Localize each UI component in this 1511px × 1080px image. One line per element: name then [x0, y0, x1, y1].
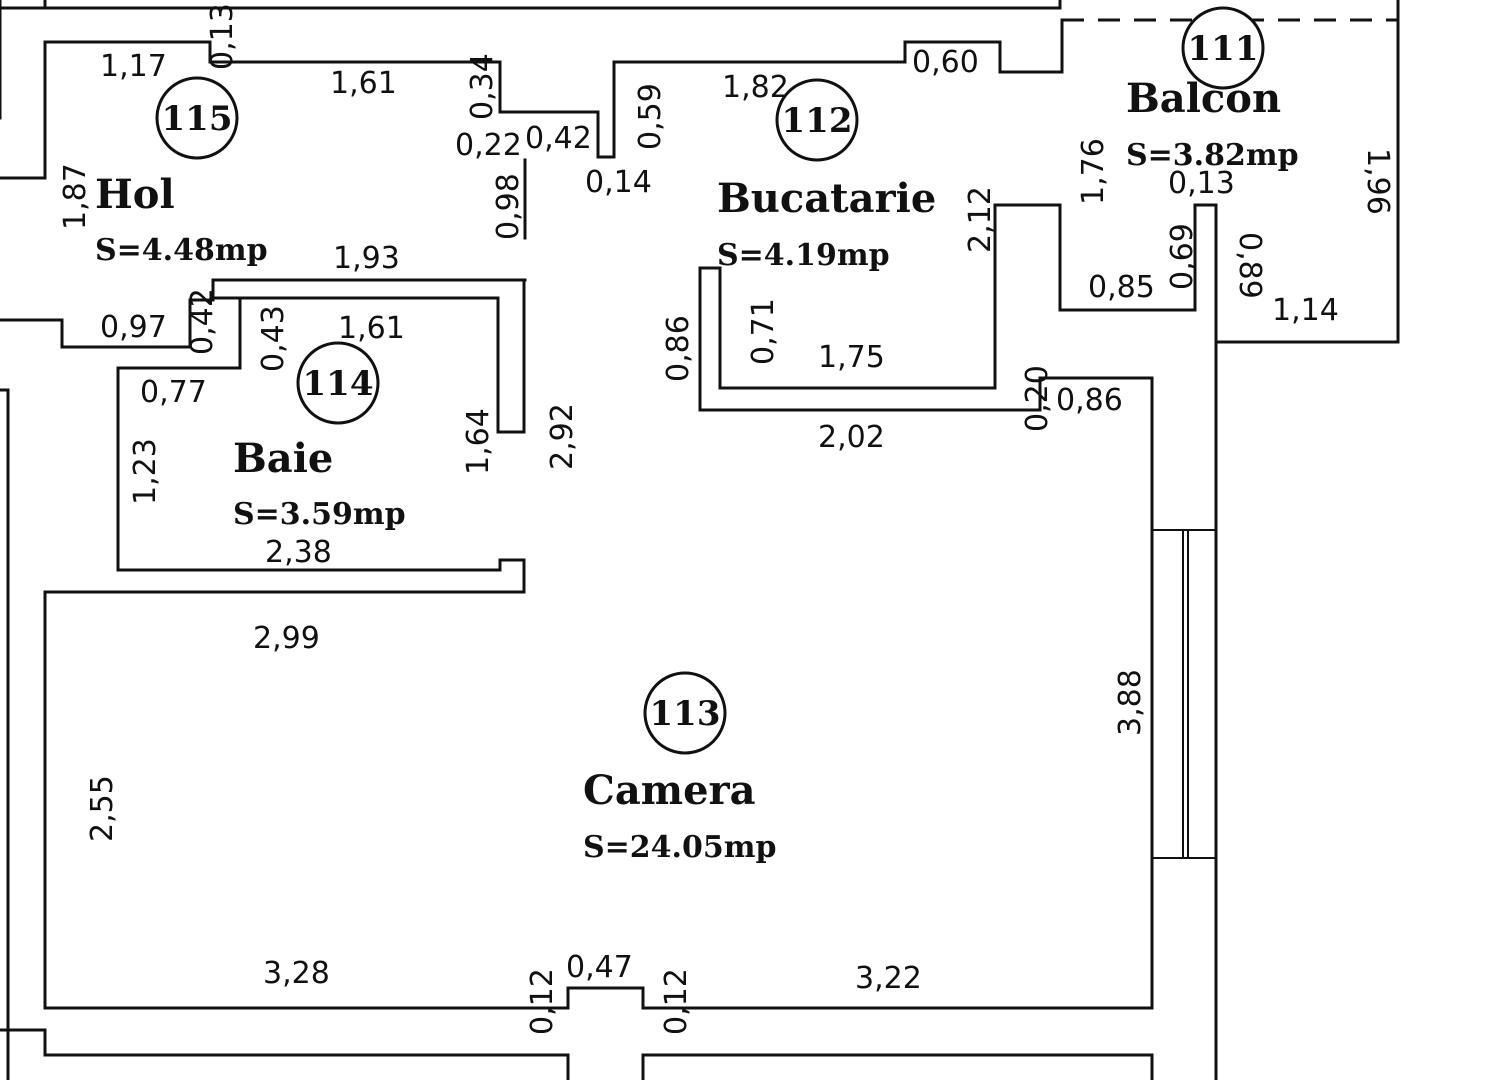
- room-number-circle: [643, 671, 727, 755]
- dimension-label: 0,12: [525, 968, 560, 1035]
- wall-kitchen: [698, 203, 1218, 1080]
- room-baie: 114 Baie S=3.59mp: [233, 341, 406, 532]
- dimension-label: 3,88: [1113, 669, 1148, 736]
- dimension-label: 3,22: [855, 961, 922, 996]
- dimension-label: 0,42: [185, 288, 220, 355]
- dimension-label: 2,38: [265, 535, 332, 570]
- walls: [0, 0, 1400, 1080]
- dimension-label: 1,75: [818, 340, 885, 375]
- wall-baie-left: [43, 296, 526, 1010]
- wall-top-left-edge: [0, 0, 47, 10]
- dimension-label: 1,61: [330, 66, 397, 101]
- room-number: 112: [782, 101, 853, 141]
- dimension-label: 0,13: [1168, 166, 1235, 201]
- dimension-label: 1,82: [722, 70, 789, 105]
- room-area: S=3.82mp: [1126, 138, 1299, 173]
- room-area: S=4.48mp: [95, 233, 268, 268]
- dimension-label: 0,86: [661, 315, 696, 382]
- room-area: S=4.19mp: [717, 238, 890, 273]
- dimension-label: 0,12: [659, 968, 694, 1035]
- dimension-label: 0,60: [912, 45, 979, 80]
- wall-balcon-right: [1214, 0, 1400, 344]
- dimension-label: 2,12: [963, 186, 998, 253]
- dimension-label: 1,64: [461, 408, 496, 475]
- dimension-label: 0,77: [140, 375, 207, 410]
- room-balcon: 111 Balcon S=3.82mp: [1126, 6, 1299, 173]
- dimension-label: 0,85: [1088, 270, 1155, 305]
- room-number: 113: [650, 694, 721, 734]
- room-bucatarie: 112 Bucatarie S=4.19mp: [717, 78, 936, 273]
- room-area: S=3.59mp: [233, 497, 406, 532]
- dimension-label: 2,02: [818, 420, 885, 455]
- dimension-label: 0,43: [256, 305, 291, 372]
- dimension-label: 0,97: [100, 310, 167, 345]
- dimension-label: 0,71: [746, 298, 781, 365]
- room-number: 115: [162, 99, 233, 139]
- room-name: Bucatarie: [717, 175, 936, 222]
- wall-bottom-edge-right: [641, 1053, 1154, 1080]
- dimension-label: 0,22: [455, 128, 522, 163]
- dimension-label: 0,20: [1020, 365, 1055, 432]
- dimension-label: 1,87: [58, 163, 93, 230]
- wall-camera-bottom: [43, 376, 1154, 1010]
- dimension-label: 1,14: [1272, 293, 1339, 328]
- dimension-label: 1,96: [1360, 148, 1395, 215]
- dimension-label: 0,89: [1232, 232, 1267, 299]
- wall-top-edge: [43, 0, 1062, 10]
- dimension-label: 3,28: [263, 956, 330, 991]
- wall-baie: [211, 280, 526, 434]
- dimension-label: 0,42: [525, 121, 592, 156]
- dimension-label: 1,17: [100, 49, 167, 84]
- dimension-label: 0,34: [465, 53, 500, 120]
- wall-bottom-edge: [0, 1028, 570, 1080]
- room-number-circle: [296, 341, 380, 425]
- dimension-label: 0,47: [566, 950, 633, 985]
- dimension-label: 0,14: [585, 165, 652, 200]
- wall-hol: [0, 18, 1064, 180]
- dimension-label: 1,76: [1076, 138, 1111, 205]
- room-area: S=24.05mp: [583, 830, 776, 865]
- dimension-label: 1,61: [338, 311, 405, 346]
- room-name: Balcon: [1126, 75, 1281, 122]
- room-number: 111: [1188, 29, 1259, 69]
- room-number: 114: [303, 364, 374, 404]
- room-name: Baie: [233, 435, 333, 482]
- dimension-label: 0,86: [1056, 383, 1123, 418]
- room-name: Hol: [95, 171, 175, 218]
- dimension-label: 2,92: [545, 403, 580, 470]
- dimension-label: 0,59: [633, 83, 668, 150]
- dimension-label: 1,23: [128, 438, 163, 505]
- dimension-label: 2,55: [85, 775, 120, 842]
- wall-hol-bottom: [0, 278, 527, 349]
- wall-kitchen-bottom: [698, 266, 1042, 412]
- room-number-circle: [1181, 6, 1265, 90]
- room-name: Camera: [583, 767, 756, 814]
- room-number-circle: [775, 78, 859, 162]
- dimension-label: 0,69: [1165, 223, 1200, 290]
- dimension-label: 2,99: [253, 621, 320, 656]
- dimension-labels: 1,17 1,61 0,22 0,42 0,14 1,82 0,60 1,93 …: [58, 3, 1395, 1035]
- room-hol: 115 Hol S=4.48mp: [95, 76, 268, 268]
- dimension-label: 1,93: [333, 241, 400, 276]
- dimension-label: 0,98: [491, 173, 526, 240]
- dimension-label: 0,13: [205, 3, 240, 70]
- room-camera: 113 Camera S=24.05mp: [583, 671, 776, 865]
- room-number-circle: [155, 76, 239, 160]
